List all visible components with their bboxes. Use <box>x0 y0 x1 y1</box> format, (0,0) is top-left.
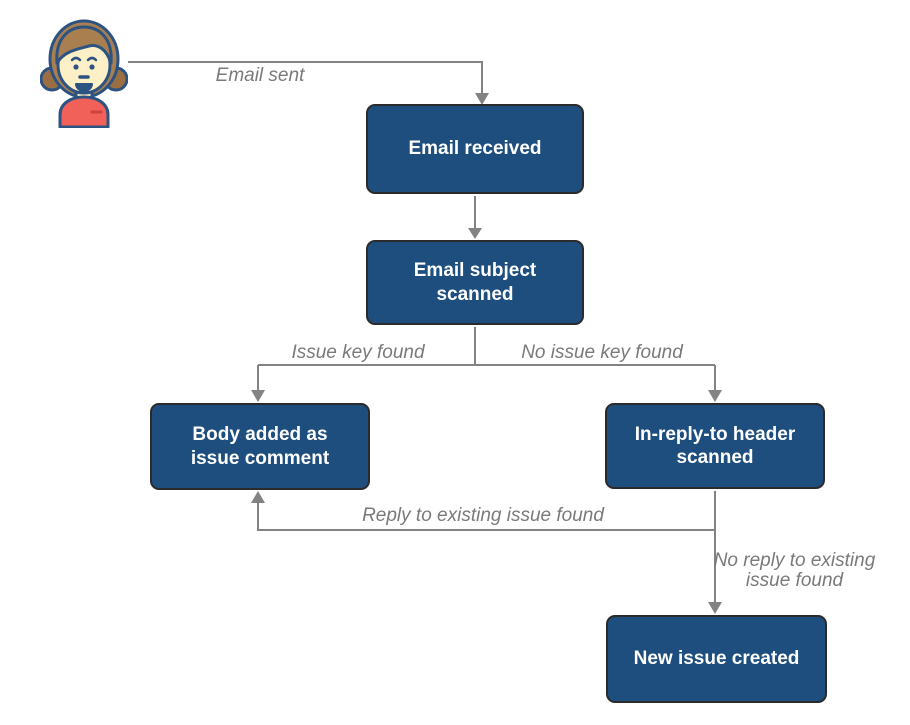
node-in-reply-to-header-scanned: In-reply-to header scanned <box>605 403 825 489</box>
arrowhead-into-in-reply-to <box>708 390 722 402</box>
node-label: Email subject scanned <box>413 260 537 305</box>
edge-reply-found-line <box>257 503 715 531</box>
node-new-issue-created: New issue created <box>606 615 827 703</box>
arrowhead-into-email-subject <box>468 228 482 239</box>
node-email-subject-scanned: Email subject scanned <box>366 240 584 325</box>
edge-label-no-reply-to-existing-issue-found: No reply to existing issue found <box>713 550 876 591</box>
edge-label-issue-key-found: Issue key found <box>291 342 425 363</box>
edge-label-email-sent: Email sent <box>215 65 305 86</box>
edge-email-sent-line <box>128 61 483 93</box>
arrowhead-into-new-issue <box>708 602 722 614</box>
node-label: Email received <box>408 138 542 160</box>
edge-branch-junction-line <box>257 327 716 390</box>
node-email-received: Email received <box>366 104 584 194</box>
arrowhead-into-body-added-top <box>251 390 265 402</box>
arrowhead-into-email-received <box>475 93 489 105</box>
node-body-added-as-issue-comment: Body added as issue comment <box>150 403 370 490</box>
edge-label-reply-to-existing-issue-found: Reply to existing issue found <box>362 505 604 526</box>
arrowhead-into-body-added-bottom <box>251 491 265 503</box>
node-label: In-reply-to header scanned <box>634 423 796 468</box>
edge-label-no-issue-key-found: No issue key found <box>521 342 683 363</box>
woman-avatar-icon <box>39 15 129 129</box>
node-label: Body added as issue comment <box>190 424 330 469</box>
node-label: New issue created <box>633 648 800 670</box>
